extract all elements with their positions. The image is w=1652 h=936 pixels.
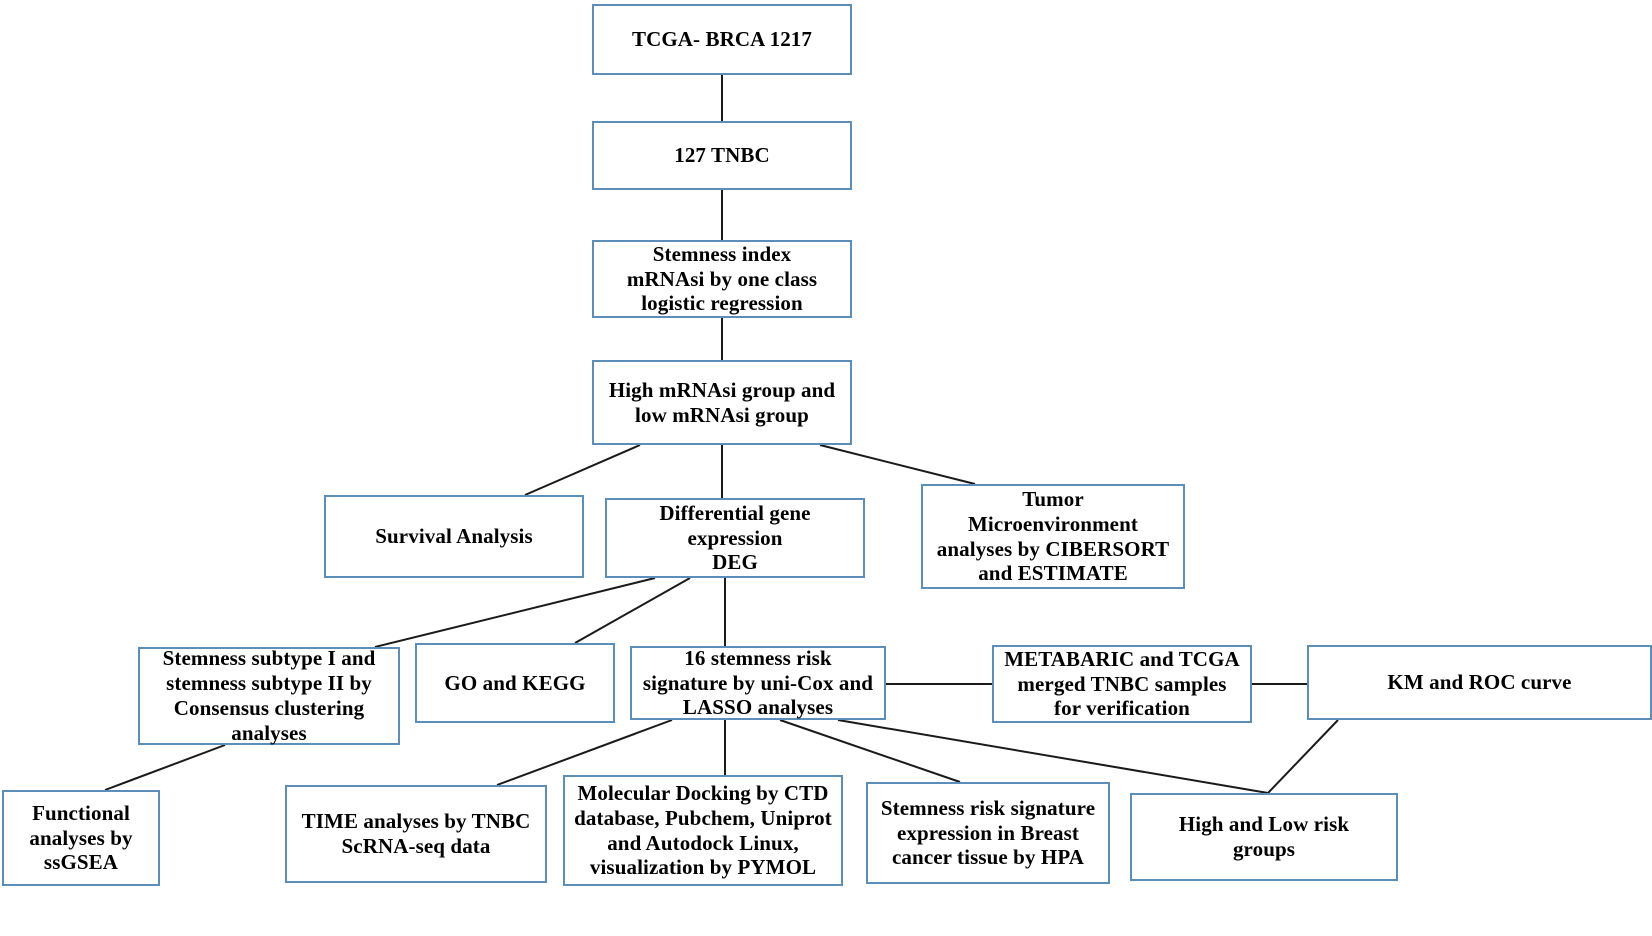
node-kmroc-label: KM and ROC curve [1387,670,1572,695]
edge-deg-gokegg [574,577,691,644]
node-gokegg-label: GO and KEGG [444,670,586,695]
edge-subtypes-ssgsea [104,744,226,791]
node-survival-label: Survival Analysis [375,524,533,549]
edge-groups-tme [819,444,976,485]
node-go-kegg[interactable]: GO and KEGG [415,643,615,723]
node-survival-analysis[interactable]: Survival Analysis [324,495,584,578]
node-tnbc-label: 127 TNBC [674,143,770,168]
edge-groups-survival [524,444,641,496]
node-tcga-label: TCGA- BRCA 1217 [631,27,812,52]
node-tnbc[interactable]: 127 TNBC [592,121,852,190]
node-tcga[interactable]: TCGA- BRCA 1217 [592,4,852,75]
edge-kmroc-riskgroups [1267,719,1339,794]
edge-signature-hpa [779,719,961,783]
edge-deg-subtypes [374,577,656,648]
node-km-roc-curve[interactable]: KM and ROC curve [1307,645,1652,720]
